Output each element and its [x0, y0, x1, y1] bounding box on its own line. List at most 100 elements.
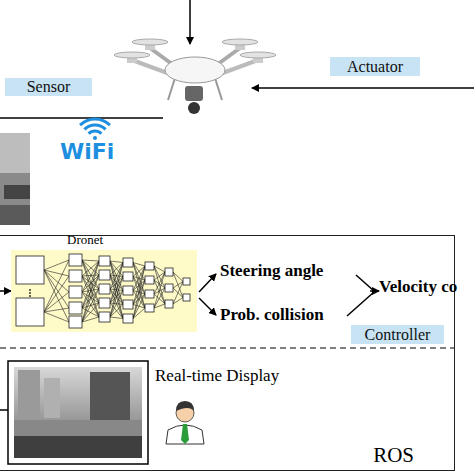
network-link — [44, 308, 69, 312]
network-link — [44, 276, 69, 312]
section-divider — [0, 347, 455, 348]
network-link — [110, 261, 123, 291]
merge-arrow — [370, 290, 379, 292]
network-link — [82, 303, 99, 322]
network-unit — [69, 286, 82, 298]
network-link — [82, 261, 99, 308]
network-link — [110, 289, 123, 319]
ellipsis-dot — [29, 295, 31, 297]
sensor-wire — [0, 117, 163, 119]
network-unit — [165, 284, 173, 292]
output-label: Steering angle — [220, 261, 323, 281]
network-link — [44, 260, 69, 312]
network-unit — [123, 272, 133, 281]
network-unit — [145, 304, 154, 312]
network-link — [82, 275, 99, 322]
network-link — [154, 304, 165, 308]
node-text: Dronet — [67, 232, 103, 248]
sensor-tag: Sensor — [5, 78, 92, 96]
network-link — [44, 260, 69, 270]
network-unit — [183, 294, 190, 301]
network-link — [82, 275, 99, 292]
network-unit — [99, 256, 110, 266]
network-unit — [145, 290, 154, 298]
network-link — [110, 261, 123, 263]
display-label: Real-time Display — [155, 366, 279, 386]
network-link — [44, 292, 69, 312]
network-unit — [99, 270, 110, 280]
person-icon — [166, 401, 204, 444]
network-link — [110, 317, 123, 319]
ellipsis-dot — [29, 292, 31, 294]
network-link — [82, 261, 99, 292]
network-link — [173, 282, 183, 305]
node-text: Sensor — [27, 78, 71, 96]
display-image — [8, 361, 148, 464]
network-link — [133, 280, 145, 319]
network-unit — [145, 276, 154, 284]
network-unit — [145, 262, 154, 270]
actuator-arrow — [252, 87, 474, 89]
actuator-tag: Actuator — [330, 57, 420, 76]
network-link — [82, 260, 99, 261]
network-link — [133, 263, 145, 295]
output-label: Velocity co — [379, 277, 457, 297]
network-unit — [183, 278, 190, 285]
network-link — [154, 272, 165, 308]
network-unit — [16, 298, 44, 326]
network-link — [110, 261, 123, 319]
drone-illustration — [114, 39, 276, 114]
network-link — [82, 289, 99, 322]
network-link — [44, 270, 69, 322]
network-link — [82, 261, 99, 322]
network-link — [133, 266, 145, 319]
network-link — [154, 272, 165, 280]
network-unit — [165, 300, 173, 308]
network-unit — [123, 286, 133, 295]
wifi-label: WiFi — [60, 139, 114, 164]
network-link — [110, 277, 123, 318]
network-link — [82, 275, 99, 276]
output-arrow — [199, 298, 216, 315]
input-arrow — [189, 0, 191, 44]
network-link — [133, 308, 145, 319]
wifi-symbol — [80, 119, 110, 140]
node-text: Actuator — [347, 58, 403, 76]
network-unit — [69, 254, 82, 266]
network-link — [110, 305, 123, 318]
image-input-arrow — [0, 290, 11, 292]
network-unit — [123, 258, 133, 267]
network-unit — [69, 270, 82, 282]
merge-line — [347, 292, 374, 316]
network-link — [82, 317, 99, 322]
network-unit — [123, 300, 133, 309]
network-unit — [69, 302, 82, 314]
network-link — [133, 266, 145, 291]
network-link — [154, 288, 165, 308]
network-link — [82, 260, 99, 317]
network-link — [173, 272, 183, 282]
ellipsis-dot — [29, 289, 31, 291]
network-unit — [99, 298, 110, 308]
display-wire — [0, 409, 8, 411]
network-block: Dronet — [11, 250, 197, 332]
network-link — [173, 298, 183, 305]
network-link — [133, 294, 145, 319]
network-link — [110, 263, 123, 318]
network-unit — [16, 256, 44, 284]
network-unit — [123, 314, 133, 323]
controller-tag: Controller — [351, 325, 444, 344]
network-unit — [99, 284, 110, 294]
camera-image — [0, 133, 30, 225]
network-unit — [69, 316, 82, 328]
network-link — [44, 312, 69, 322]
network-unit — [165, 268, 173, 276]
output-arrow — [199, 274, 216, 292]
node-text: ROS — [373, 443, 414, 468]
network-link — [110, 263, 123, 290]
merge-line — [356, 275, 374, 291]
output-label: Prob. collision — [220, 305, 324, 325]
network-link — [110, 291, 123, 318]
node-text: Controller — [365, 326, 431, 344]
neural-network — [11, 250, 197, 332]
